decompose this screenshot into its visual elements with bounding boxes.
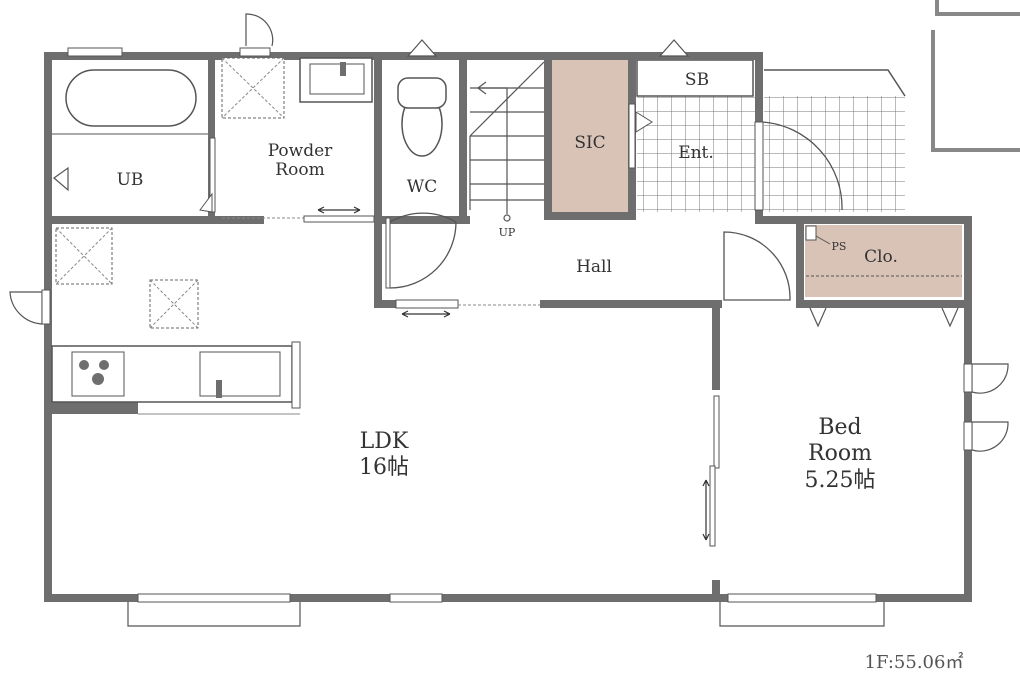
ldk-window-left <box>137 593 291 603</box>
bed-sliding-door-1 <box>713 395 720 469</box>
bed-window-right-2 <box>971 421 1009 452</box>
powder-sliding-door <box>303 215 375 223</box>
label-wc: WC <box>407 177 437 197</box>
label-sic: SIC <box>574 133 605 153</box>
label-clo: Clo. <box>864 247 898 267</box>
label-ent: Ent. <box>678 143 714 163</box>
bathtub <box>65 69 197 127</box>
entrance-door <box>754 121 764 211</box>
wc-window <box>406 39 438 57</box>
bed-window-right-1 <box>971 363 1009 394</box>
label-hall: Hall <box>576 257 612 277</box>
entrance-window <box>658 39 690 57</box>
entrance-door-swing <box>762 121 843 211</box>
shower-faucet <box>53 166 69 192</box>
label-powder-1: Powder <box>268 141 333 161</box>
hall-door-swing <box>723 231 791 301</box>
label-bed-2: Room <box>808 441 872 466</box>
kitchen-side-window <box>9 291 43 325</box>
closet-doors <box>809 307 959 328</box>
label-ps: PS <box>832 240 847 253</box>
label-ldk-1: LDK <box>360 429 409 454</box>
powder-window <box>239 47 271 57</box>
adjacent-building <box>931 0 1020 152</box>
label-ub: UB <box>117 170 144 190</box>
bed-sliding-door-2 <box>709 465 716 547</box>
closet-fill <box>805 225 962 297</box>
label-sb: SB <box>685 70 709 90</box>
porch-tile-floor <box>764 96 905 212</box>
label-powder-2: Room <box>275 160 324 180</box>
wc-door <box>385 217 391 289</box>
bath-window <box>67 47 123 57</box>
label-ldk-2: 16帖 <box>359 455 409 480</box>
powder-window-swing <box>245 13 274 47</box>
hall-sliding-door <box>395 299 459 309</box>
label-up: UP <box>499 226 516 239</box>
stairs <box>469 61 545 222</box>
floor-area-label: 1F:55.06㎡ <box>865 651 964 673</box>
kitchen-sink <box>199 351 281 397</box>
bed-window-bottom <box>727 593 877 603</box>
ldk-window-mid <box>389 593 443 603</box>
pipe-space <box>805 225 817 241</box>
sic-door <box>628 103 636 169</box>
label-bed-1: Bed <box>818 415 861 440</box>
porch-canopy <box>764 69 906 97</box>
label-bed-3: 5.25帖 <box>805 468 876 493</box>
entrance-tile-floor <box>637 96 755 212</box>
sic-fill <box>551 58 629 215</box>
